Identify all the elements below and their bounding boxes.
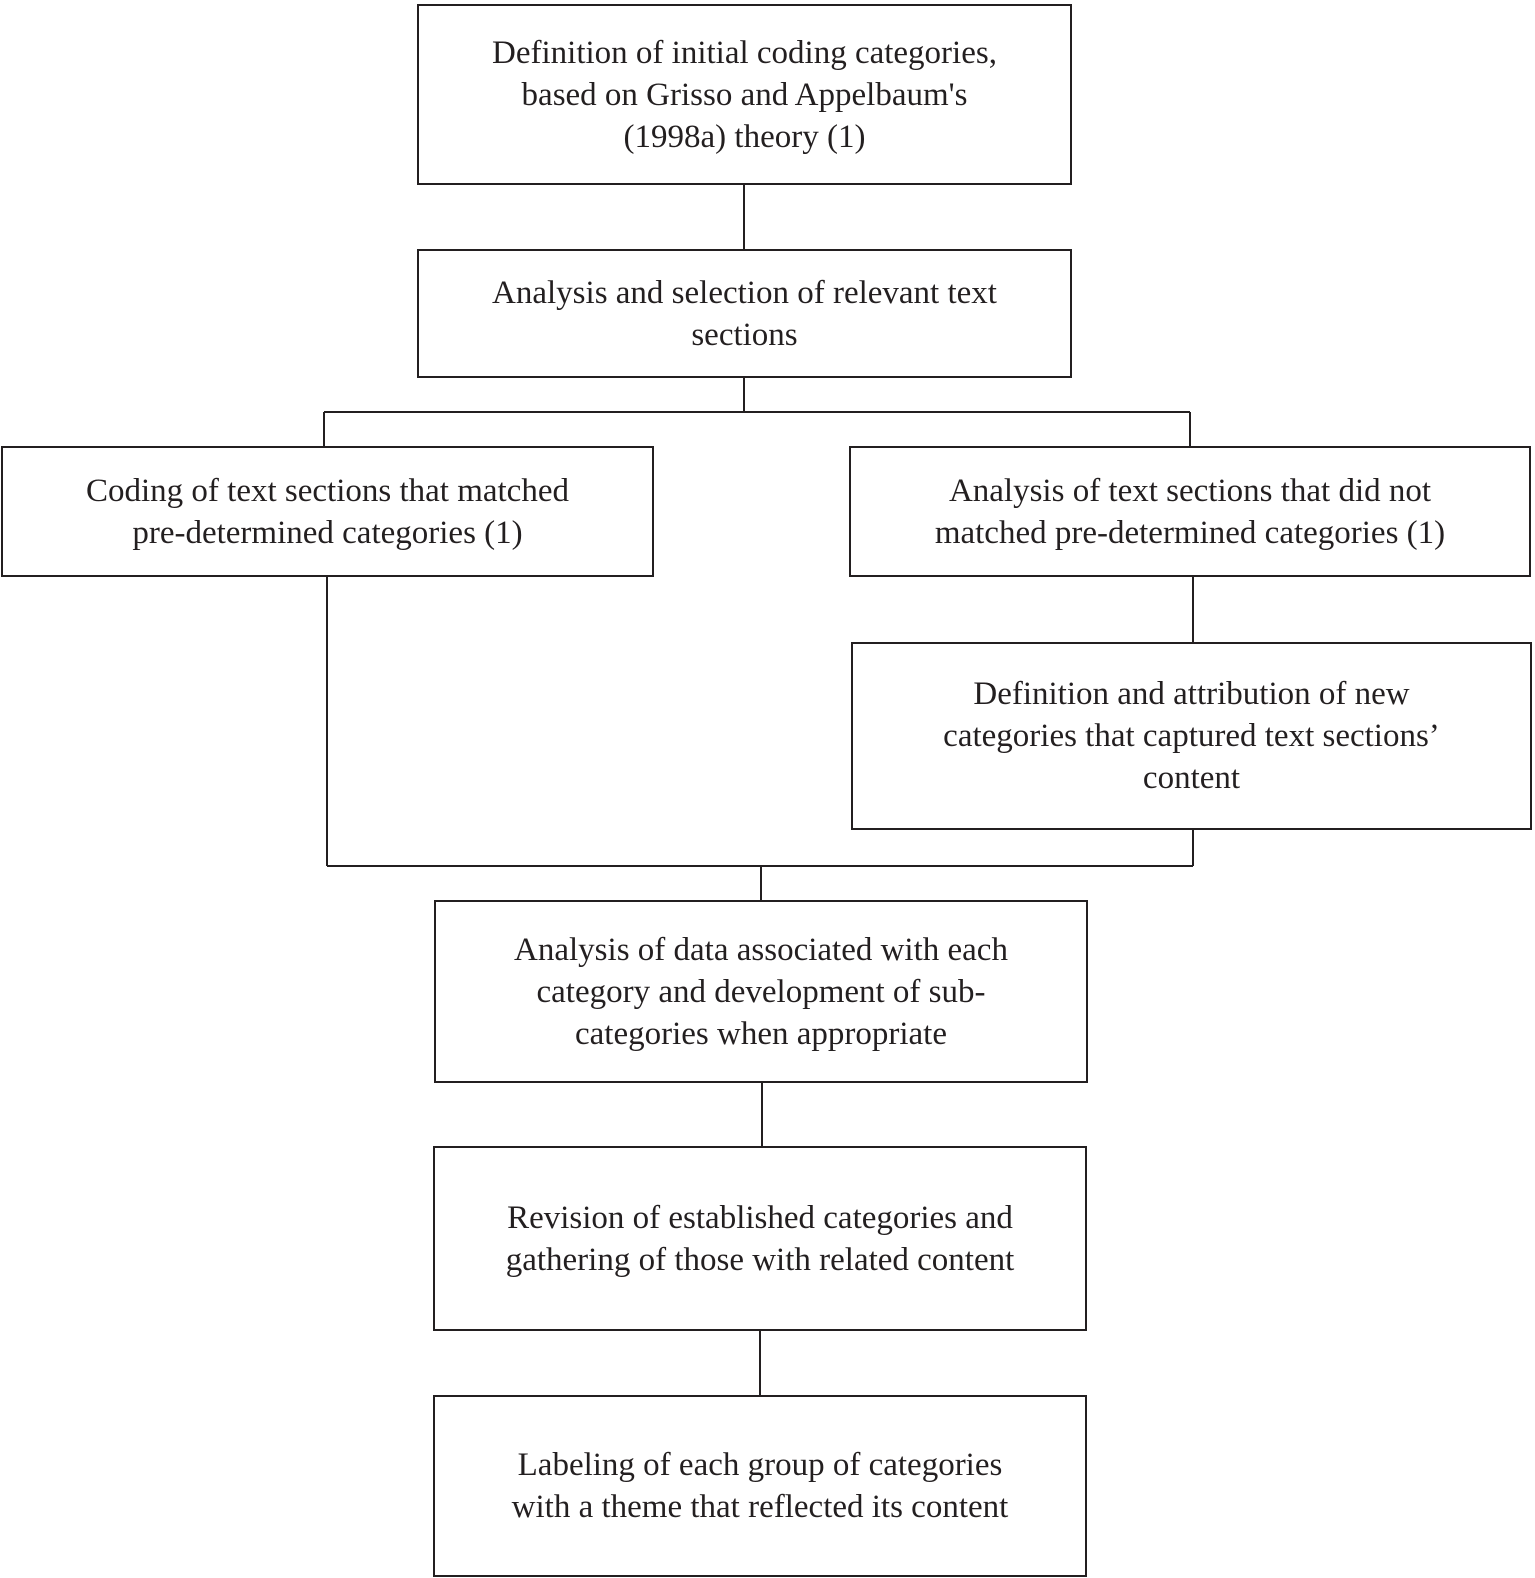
step-analysis-selection: Analysis and selection of relevant text …: [417, 249, 1072, 378]
step-text-line: Analysis of text sections that did not: [948, 472, 1432, 509]
step-text-line: matched pre-determined categories (1): [934, 514, 1446, 551]
step-text-line: content: [1142, 760, 1241, 796]
step-new-categories: Definition and attribution of new catego…: [851, 642, 1532, 830]
step-text-line: Labeling of each group of categories: [517, 1447, 1003, 1483]
step-text-line: categories when appropriate: [574, 1015, 947, 1052]
step-text-line: Analysis and selection of relevant text: [492, 274, 997, 311]
step-text-line: Revision of established categories and: [507, 1199, 1013, 1236]
step-text-line: based on Grisso and Appelbaum's: [521, 76, 968, 113]
step-definition-initial-categories: Definition of initial coding categories,…: [417, 4, 1072, 185]
step-revision-categories: Revision of established categories and g…: [433, 1146, 1087, 1331]
step-text-line: with a theme that reflected its content: [511, 1489, 1009, 1525]
step-text-line: (1998a) theory (1): [623, 118, 866, 155]
step-text-line: Definition of initial coding categories,: [492, 34, 997, 71]
step-text-line: gathering of those with related content: [505, 1241, 1015, 1278]
step-text-line: categories that captured text sections’: [943, 718, 1440, 754]
step-text-line: Definition and attribution of new: [973, 676, 1410, 712]
step-labeling-themes: Labeling of each group of categories wit…: [433, 1395, 1087, 1577]
step-analysis-data-subcategories: Analysis of data associated with each ca…: [434, 900, 1088, 1083]
step-text-line: sections: [691, 316, 798, 353]
step-coding-matched: Coding of text sections that matched pre…: [1, 446, 654, 577]
step-text-line: Analysis of data associated with each: [514, 931, 1008, 968]
step-text-line: pre-determined categories (1): [132, 514, 523, 551]
step-analysis-unmatched: Analysis of text sections that did not m…: [849, 446, 1531, 577]
step-text-line: category and development of sub-: [536, 973, 986, 1010]
step-text-line: Coding of text sections that matched: [86, 472, 569, 509]
